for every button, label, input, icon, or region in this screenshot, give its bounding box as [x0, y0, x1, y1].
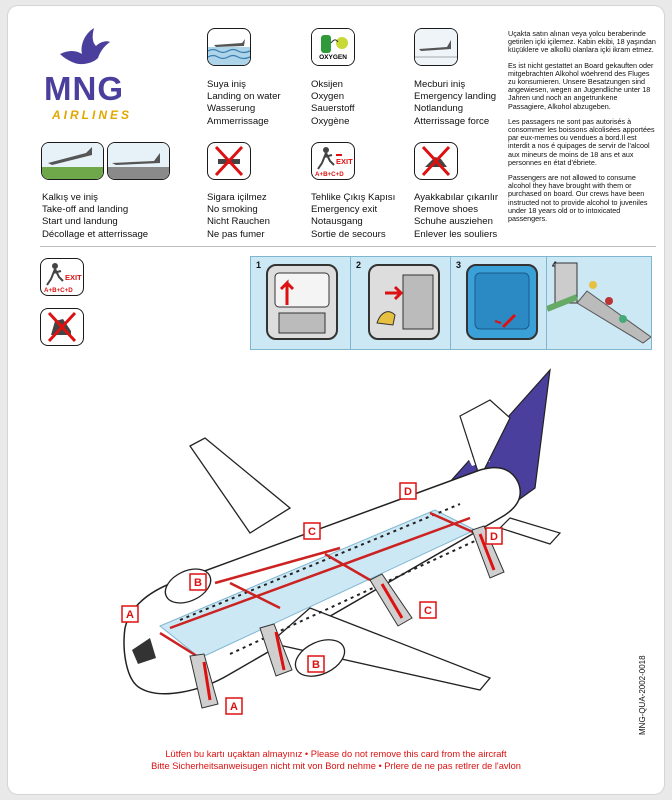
- exit-d-right-tag: D: [485, 527, 503, 545]
- footer-line-1: Lütfen bu kartı uçaktan almayınız • Plea…: [165, 749, 507, 759]
- water-landing-icon: [207, 28, 251, 66]
- exit-c-right-tag: C: [419, 601, 437, 619]
- exit-doors-word: EXIT: [65, 273, 82, 282]
- exit-doors-icon: EXIT A+B+C+D: [40, 258, 84, 296]
- alcohol-notice-en: Passengers are not allowed to consume al…: [508, 173, 648, 224]
- svg-text:D: D: [490, 531, 498, 543]
- exit-a-left-tag: A: [121, 605, 139, 623]
- exit-doors-text: A+B+C+D: [315, 171, 344, 178]
- door-step-4-illustration: [547, 262, 651, 344]
- alcohol-notice-tr: Uçakta satın alınan veya yolcu beraberin…: [508, 29, 656, 55]
- no-high-heels-icon: [40, 308, 84, 346]
- brand-name: MNG: [44, 70, 124, 107]
- exit-d-left-tag: D: [399, 482, 417, 500]
- door-step-1-illustration: [266, 264, 338, 340]
- door-step-2-num: 2: [356, 260, 362, 270]
- card-code: MNG-QUA-2002-0018: [638, 655, 647, 735]
- footer-line-2: Bitte Sicherheitsanweisugen nicht mit vo…: [151, 761, 521, 771]
- door-step-1-num: 1: [256, 260, 262, 270]
- door-step-2-panel: 2: [350, 256, 452, 350]
- landing-icon: [107, 142, 170, 180]
- alcohol-notice-de: Es ist nicht gestattet an Board gekaufte…: [508, 60, 654, 111]
- exit-badge-text: EXIT: [336, 157, 353, 166]
- exit-b-right-tag: B: [307, 655, 325, 673]
- svg-text:A: A: [230, 701, 238, 713]
- oxygen-badge: OXYGEN: [319, 54, 347, 61]
- door-step-2-illustration: [368, 264, 440, 340]
- remove-shoes-icon: [414, 142, 458, 180]
- svg-text:A: A: [126, 609, 134, 621]
- door-step-3-num: 3: [456, 260, 462, 270]
- oxygen-icon: OXYGEN: [311, 28, 355, 66]
- svg-text:B: B: [194, 577, 202, 589]
- exit-b-left-tag: B: [189, 573, 207, 591]
- door-step-3-illustration: [466, 264, 538, 340]
- brand-subtitle: AIRLINES: [52, 108, 133, 122]
- emergency-exit-icon: EXIT A+B+C+D: [311, 142, 355, 180]
- bird-logo-icon: [60, 28, 110, 65]
- alcohol-notice-fr: Les passagers ne sont pas autorisés à co…: [508, 116, 655, 167]
- emergency-landing-icon: [414, 28, 458, 66]
- exit-c-left-tag: C: [303, 522, 321, 540]
- svg-text:D: D: [404, 486, 412, 498]
- door-step-1-panel: 1: [250, 256, 352, 350]
- svg-text:C: C: [424, 605, 432, 617]
- takeoff-icon: [41, 142, 104, 180]
- exit-doors-letters: A+B+C+D: [44, 287, 73, 294]
- no-smoking-icon: [207, 142, 251, 180]
- svg-text:C: C: [308, 526, 316, 538]
- section-divider: [40, 246, 656, 247]
- door-step-4-panel: 4: [546, 256, 652, 350]
- aircraft-exit-diagram: A A B B C C D D: [121, 368, 562, 715]
- alcohol-notice: Uçakta satın alınan veya yolcu beraberin…: [508, 29, 656, 230]
- exit-a-right-tag: A: [225, 697, 243, 715]
- svg-text:B: B: [312, 659, 320, 671]
- door-step-3-panel: 3: [450, 256, 548, 350]
